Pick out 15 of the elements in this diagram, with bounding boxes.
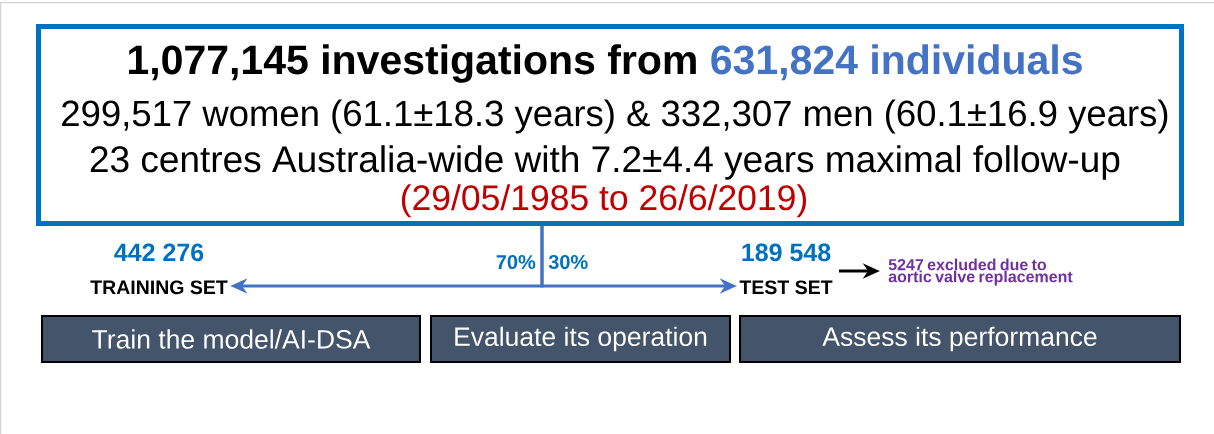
heading: 1,077,145 investigations from 631,824 individuals	[129, 44, 1082, 83]
process-bar: Train the model/AI-DSA	[41, 315, 421, 363]
set-label: TEST SET	[739, 280, 833, 295]
edge-label: 70%	[494, 253, 537, 271]
process-bar: Evaluate its operation	[430, 315, 731, 363]
summary-box	[36, 24, 1184, 226]
body-line: 299,517 women (61.1±18.3 years) & 332,307 men (60.1±16.9 years)	[62, 99, 1168, 134]
body-line: 23 centres Australia-wide with 7.2±4.4 years maximal follow-up	[90, 145, 1120, 180]
count-text: 189 548	[742, 243, 831, 262]
note-text: 5247 excluded due to aortic valve replacement	[888, 258, 1073, 286]
edge-label: 30%	[547, 253, 590, 271]
count-text: 442 276	[114, 243, 204, 262]
set-label: TRAINING SET	[90, 280, 228, 295]
date-line: (29/05/1985 to 26/6/2019)	[401, 184, 806, 218]
process-bar: Assess its performance	[739, 315, 1181, 363]
